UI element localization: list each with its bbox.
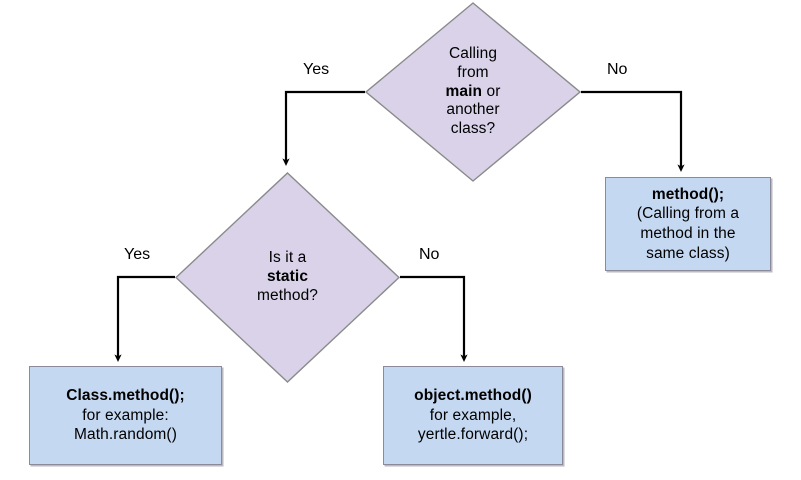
box-class-method-call-text: Class.method(); for example: Math.random…	[30, 386, 221, 445]
decision-main-keyword: main	[445, 82, 483, 100]
box-instance-call-line2: for example,	[429, 406, 517, 424]
box-instance-call-line3: yertle.forward();	[417, 426, 529, 444]
box-object-method-call-text: object.method() for example, yertle.forw…	[384, 386, 562, 445]
diamond-shape-icon	[175, 172, 400, 383]
box-same-class-line1: method();	[651, 185, 725, 203]
box-class-method-call[interactable]: Class.method(); for example: Math.random…	[29, 366, 222, 465]
decision-static-line1: Is it a	[268, 249, 307, 267]
decision-static-line3: method?	[256, 286, 319, 304]
edge-label-static-yes: Yes	[124, 246, 151, 263]
diamond-shape-icon	[365, 2, 581, 182]
box-static-call-line1: Class.method();	[66, 387, 185, 405]
box-static-call-line2: for example:	[82, 406, 169, 424]
box-static-call-line3: Math.random()	[74, 426, 177, 444]
decision-main-line1: Calling	[448, 44, 498, 62]
edge-static-yes	[114, 275, 175, 363]
box-method-same-class-text: method(); (Calling from a method in the …	[606, 185, 770, 263]
box-method-same-class[interactable]: method(); (Calling from a method in the …	[605, 177, 771, 271]
decision-is-static-method[interactable]: Is it a static method?	[175, 172, 400, 383]
edge-label-main-no: No	[607, 61, 628, 78]
decision-is-static-method-text: Is it a static method?	[175, 249, 400, 306]
decision-main-line3-rest: or	[482, 82, 501, 100]
edge-main-no	[581, 90, 685, 173]
edge-main-yes	[282, 90, 365, 167]
box-instance-call-line1: object.method()	[414, 387, 532, 405]
box-same-class-line3: method in the	[640, 225, 736, 242]
decision-calling-from-main[interactable]: Calling from main or another class?	[365, 2, 581, 182]
edge-label-static-no: No	[419, 246, 440, 263]
decision-main-line5: class?	[450, 120, 496, 138]
box-same-class-line2: (Calling from a	[636, 205, 740, 223]
decision-calling-from-main-text: Calling from main or another class?	[365, 45, 581, 140]
edge-label-main-yes: Yes	[303, 61, 330, 78]
decision-main-line2: from	[457, 63, 489, 81]
decision-static-keyword: static	[266, 268, 309, 286]
decision-main-line4: another	[446, 101, 500, 119]
edge-static-no	[400, 275, 468, 363]
box-object-method-call[interactable]: object.method() for example, yertle.forw…	[383, 366, 563, 465]
box-same-class-line4: same class)	[646, 244, 730, 262]
decision-main-line3: main or	[373, 83, 573, 102]
